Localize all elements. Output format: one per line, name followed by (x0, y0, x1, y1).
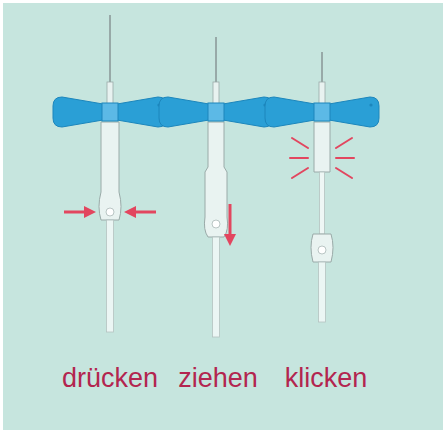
press-arrow (130, 211, 156, 214)
step-label: drücken (62, 362, 158, 394)
butterfly-needle-click (265, 52, 379, 322)
pull-arrow (229, 204, 232, 240)
butterfly-needle-press (53, 15, 167, 332)
click-lines (290, 138, 354, 178)
press-arrow (64, 211, 90, 214)
step-label: ziehen (178, 362, 258, 394)
butterfly-needle-pull (159, 37, 273, 337)
step-label: klicken (285, 362, 368, 394)
background (3, 3, 443, 430)
